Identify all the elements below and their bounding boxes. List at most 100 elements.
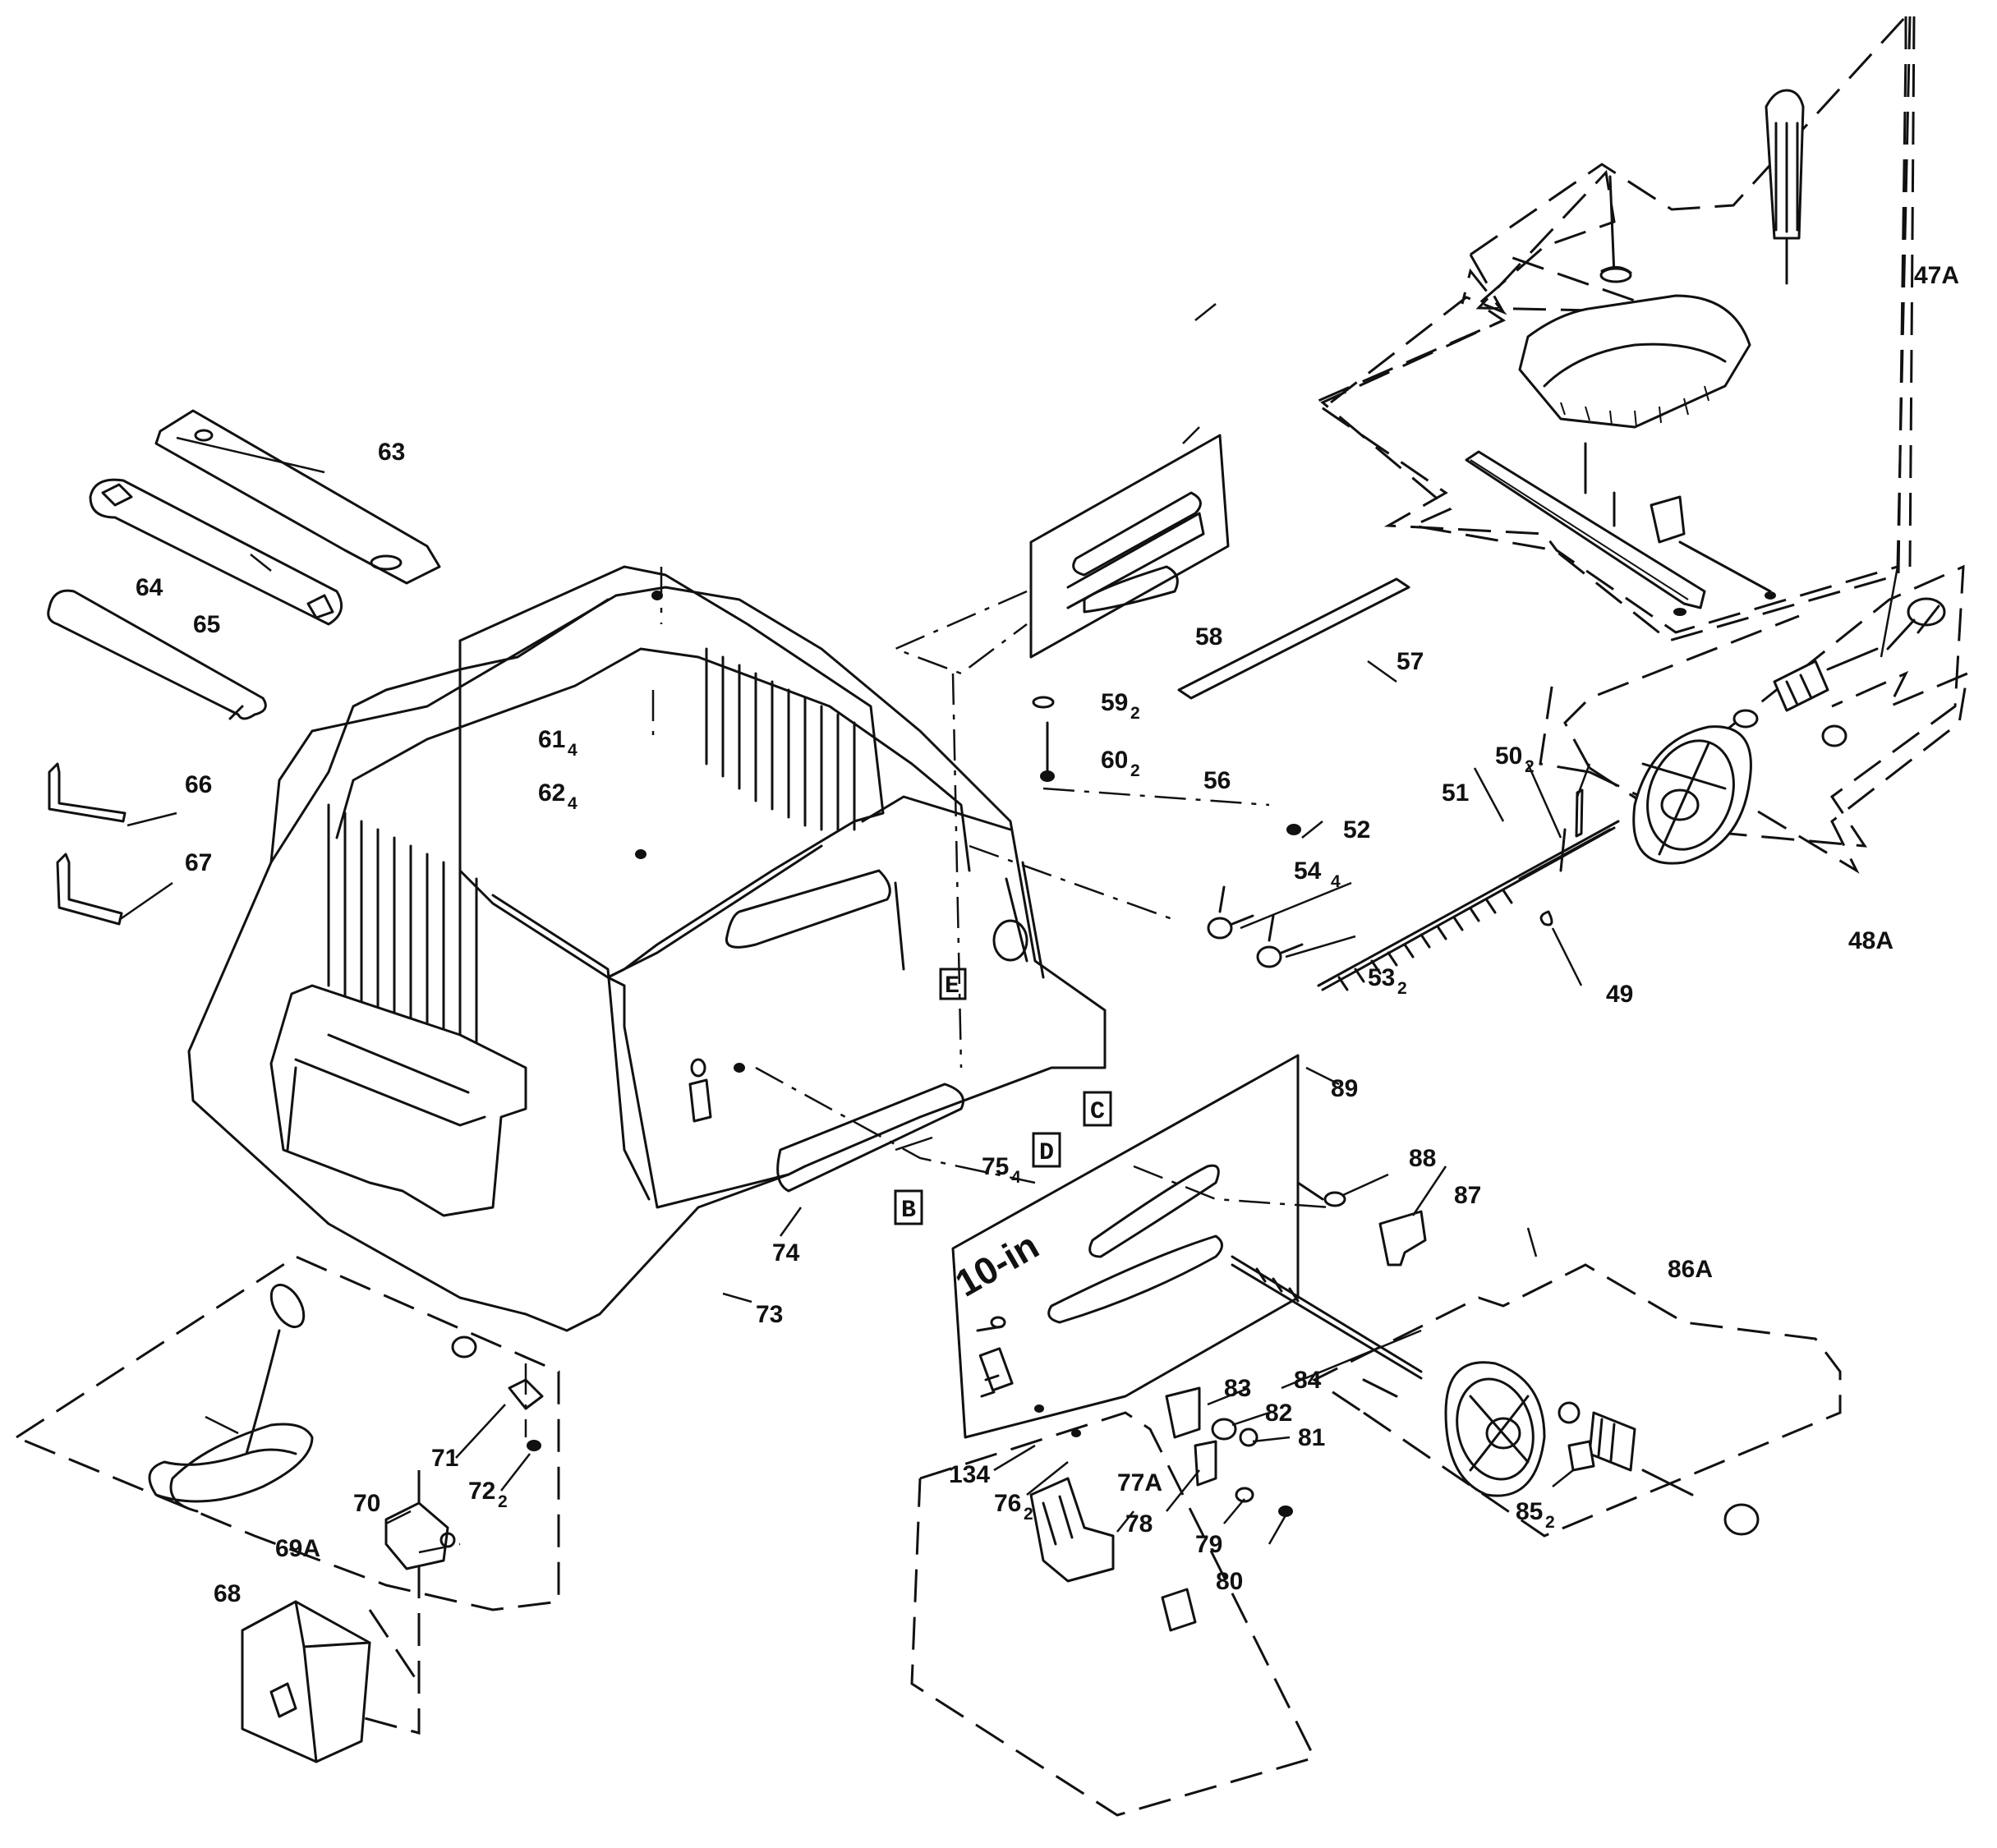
label-62: 62 [538, 779, 565, 807]
cord-69A-plug [269, 1283, 306, 1329]
label-80: 80 [1216, 1568, 1243, 1595]
box-B-label: B [901, 1197, 916, 1225]
box-B [894, 1189, 923, 1225]
screw-56 [1286, 824, 1301, 835]
knob-86A-cap [1723, 1503, 1760, 1536]
washer-88 [1323, 1191, 1346, 1207]
wrench-63 [154, 409, 441, 585]
front-panel-89 [951, 1054, 1300, 1439]
label-62-sub: 4 [568, 794, 577, 813]
knob-86A-nut [1558, 1401, 1581, 1424]
washer-53 [1256, 945, 1282, 968]
label-89: 89 [1331, 1075, 1358, 1102]
part-89-front-panel: 10-in B D C [894, 1054, 1300, 1439]
label-51: 51 [1442, 779, 1469, 807]
miter-bar [1465, 450, 1706, 609]
wrench-64 [47, 589, 267, 720]
label-69A: 69A [275, 1535, 320, 1562]
screw-72 [527, 1440, 541, 1451]
label-85-sub: 2 [1545, 1513, 1555, 1532]
box-E [939, 968, 967, 1000]
part-48A-handwheel-assembly [1632, 597, 1946, 865]
label-53: 53 [1368, 964, 1395, 991]
switch-77A-body [1029, 1477, 1115, 1583]
label-63: 63 [378, 439, 405, 466]
label-76-sub: 2 [1024, 1505, 1033, 1524]
label-75-sub: 4 [1011, 1168, 1021, 1187]
panel-switch-cutout [978, 1347, 1014, 1392]
bracket-78 [1194, 1440, 1217, 1487]
knob-48A-grip [1773, 660, 1829, 712]
switch-77A-key [1161, 1588, 1197, 1632]
label-73: 73 [756, 1301, 783, 1328]
wrench-65 [89, 478, 343, 626]
box-C [1083, 1091, 1112, 1127]
knob-48A-hex [1821, 724, 1847, 747]
part-77A-switch [1029, 1477, 1197, 1632]
washer-59 [1032, 696, 1055, 709]
cabinet-bevel-hole [992, 919, 1028, 962]
label-79: 79 [1195, 1531, 1222, 1558]
label-60: 60 [1101, 747, 1128, 774]
group-48A-outline [1539, 670, 1969, 874]
nut-85 [1567, 1440, 1595, 1472]
label-81: 81 [1298, 1424, 1325, 1451]
part-tools-63-67 [47, 409, 441, 926]
hex-key-67 [56, 853, 123, 926]
pin-50 [1575, 788, 1584, 838]
label-54-sub: 4 [1331, 872, 1341, 891]
label-86A: 86A [1668, 1256, 1713, 1283]
label-84: 84 [1294, 1367, 1322, 1394]
label-54: 54 [1294, 857, 1322, 885]
label-58: 58 [1195, 623, 1222, 650]
part-52-leadscrew [1207, 788, 1620, 991]
label-82: 82 [1265, 1400, 1292, 1427]
label-77A: 77A [1117, 1469, 1162, 1496]
lock-knob-87 [1378, 1210, 1427, 1266]
label-65: 65 [193, 611, 220, 638]
label-78: 78 [1125, 1510, 1153, 1538]
hex-key-66 [48, 762, 127, 823]
screw-80 [1278, 1506, 1293, 1517]
part-68-72 [148, 1283, 544, 1763]
label-60-sub: 2 [1130, 761, 1140, 780]
knob-48A-cap [1907, 597, 1946, 627]
power-cord-69A [148, 1329, 314, 1513]
box-D-label: D [1039, 1139, 1054, 1167]
panel-slot-lower [1047, 1234, 1223, 1324]
washer-54 [1207, 917, 1233, 940]
group-77A-outline [910, 1411, 1317, 1817]
shaft-84 [1231, 1255, 1423, 1373]
label-47A: 47A [1914, 262, 1959, 289]
label-70: 70 [353, 1490, 380, 1517]
label-50: 50 [1495, 742, 1522, 770]
nut-81 [1239, 1427, 1258, 1447]
label-56: 56 [1203, 767, 1231, 794]
box-C-label: C [1090, 1098, 1105, 1126]
part-57-58 [1029, 434, 1410, 782]
cabinet-side-handle [725, 869, 891, 949]
part-labels: 47A 48A 49 50 2 51 52 53 2 54 4 56 57 58… [136, 262, 1959, 1607]
label-61-sub: 4 [568, 741, 577, 760]
cabinet-motor-slot-74 [776, 1083, 964, 1193]
bracket-83 [1165, 1386, 1201, 1439]
cabinet-ribs-left [327, 803, 478, 1098]
leadscrew-52 [1317, 820, 1620, 987]
label-88: 88 [1409, 1145, 1436, 1172]
switch-box-68 [241, 1600, 371, 1763]
part-73-cabinet: E [187, 565, 1107, 1332]
label-52: 52 [1343, 816, 1370, 844]
part-87-88 [1296, 1181, 1427, 1266]
label-68: 68 [214, 1580, 241, 1607]
label-66: 66 [185, 771, 212, 798]
label-134: 134 [949, 1461, 990, 1488]
label-67: 67 [185, 849, 212, 876]
pin-51 [1559, 828, 1567, 872]
label-64: 64 [136, 574, 163, 601]
group-48A-box [1563, 564, 1965, 848]
box-D [1032, 1132, 1061, 1168]
label-59: 59 [1101, 689, 1128, 716]
knob-48A-nut [1732, 709, 1759, 729]
miter-gauge-head [1518, 294, 1751, 429]
label-48A: 48A [1848, 927, 1893, 954]
